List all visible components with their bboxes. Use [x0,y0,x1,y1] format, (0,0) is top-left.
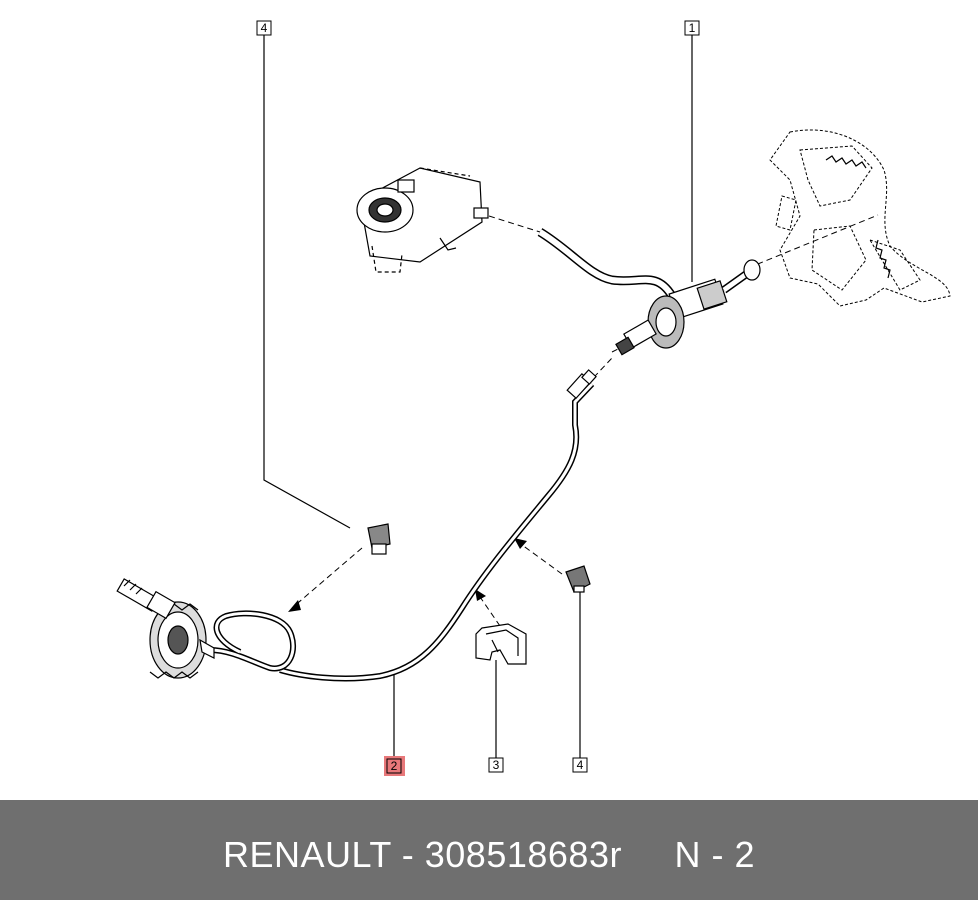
position-code: N - 2 [674,834,755,875]
callout-1-label: 1 [689,21,696,35]
concentric-slave-cylinder [116,578,215,679]
fluid-reservoir [356,167,489,273]
callout-3-label: 3 [493,758,500,772]
feed-hose [537,228,676,299]
part-1-master-cylinder [615,259,761,356]
part-4-clip-lower [565,565,591,593]
clutch-hydraulic-diagram: 4 1 2 3 4 [116,20,951,776]
part-4-clip-upper [367,523,391,555]
brand-name: RENAULT [223,834,392,875]
arrowheads [288,538,527,612]
callout-2-label: 2 [391,759,398,773]
part-number-footer: RENAULT - 308518683r N - 2 [0,800,978,900]
part-2-hydraulic-pipe [209,369,597,682]
pedal-springs [825,155,891,279]
leader-lines [263,35,693,758]
callout-1: 1 [684,20,700,36]
part-3-pipe-bracket [475,623,527,665]
footer-separator: - [401,834,415,875]
callout-2: 2 [384,756,405,776]
leader-line-4-top [263,35,351,529]
callout-3: 3 [488,757,504,773]
callout-4-top-label: 4 [261,21,268,35]
callout-4-bottom: 4 [572,757,588,773]
callout-4-top: 4 [256,20,272,36]
pedal-box-bracket [769,129,951,307]
part-number: 308518683r [424,834,622,875]
footer-text: RENAULT - 308518683r N - 2 [0,834,978,876]
callout-4-bottom-label: 4 [577,758,584,772]
